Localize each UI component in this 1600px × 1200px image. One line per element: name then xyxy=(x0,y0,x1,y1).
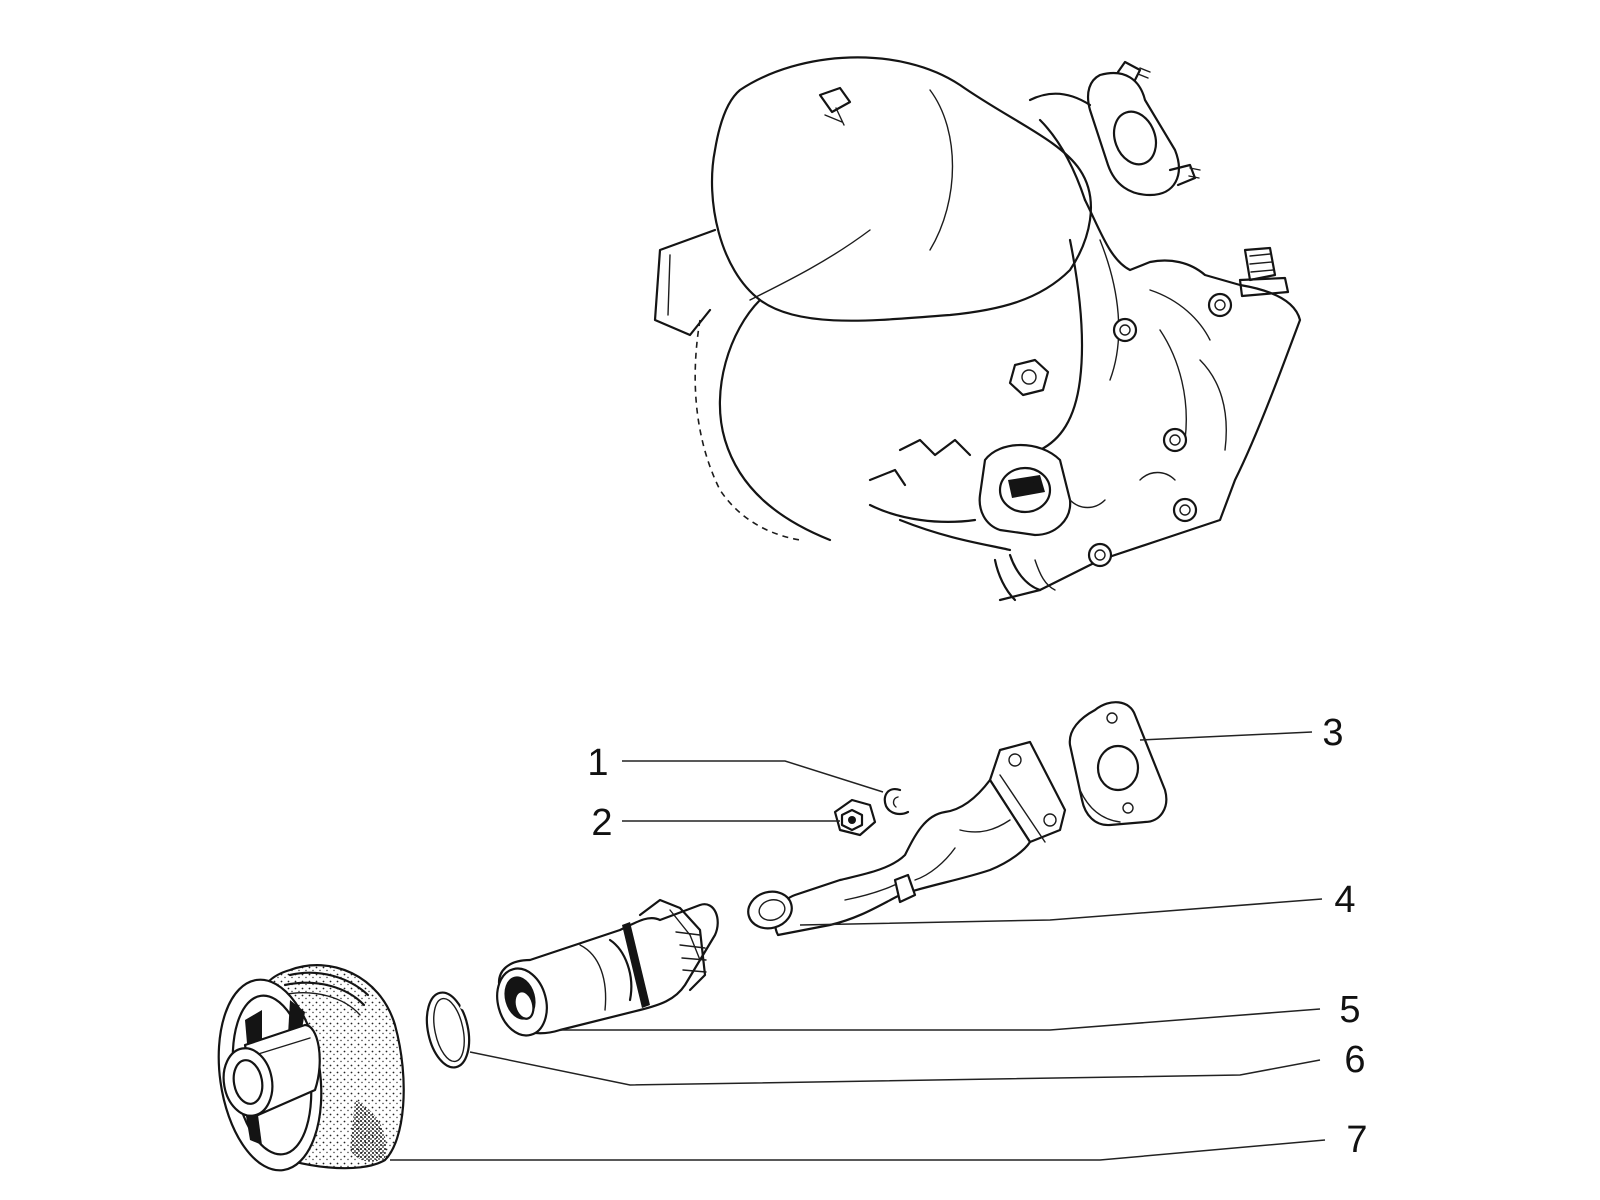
callout-6: 6 xyxy=(1344,1039,1365,1081)
gasket-part-3 xyxy=(1068,701,1168,827)
nut-part-2 xyxy=(833,798,877,837)
leader-4 xyxy=(799,898,1323,926)
callout-3: 3 xyxy=(1322,712,1343,754)
silencer-core-part-5 xyxy=(496,898,719,1037)
engine-case-assembly xyxy=(653,56,1302,602)
logo-mark-icon xyxy=(818,86,852,126)
clip-part-1 xyxy=(883,788,910,816)
leader-3 xyxy=(1139,731,1313,741)
leader-5 xyxy=(560,1008,1321,1031)
callout-labels: 1 2 3 4 5 6 7 xyxy=(587,712,1367,1161)
callout-2: 2 xyxy=(591,802,612,844)
leader-7 xyxy=(390,1139,1326,1161)
leader-6 xyxy=(469,1051,1321,1086)
leader-1 xyxy=(622,760,884,793)
filler-cap xyxy=(1238,246,1290,298)
snap-ring-part-6 xyxy=(425,991,471,1069)
exhaust-port xyxy=(978,443,1072,537)
callout-5: 5 xyxy=(1339,989,1360,1031)
top-flange xyxy=(1028,60,1201,202)
exhaust-pipe-part-4 xyxy=(747,740,1067,937)
callout-7: 7 xyxy=(1346,1119,1367,1161)
callout-4: 4 xyxy=(1334,879,1355,921)
case-bolts xyxy=(1087,292,1233,568)
silencer-drum-part-7 xyxy=(217,964,405,1172)
leader-lines xyxy=(390,731,1326,1161)
callout-1: 1 xyxy=(587,742,608,784)
